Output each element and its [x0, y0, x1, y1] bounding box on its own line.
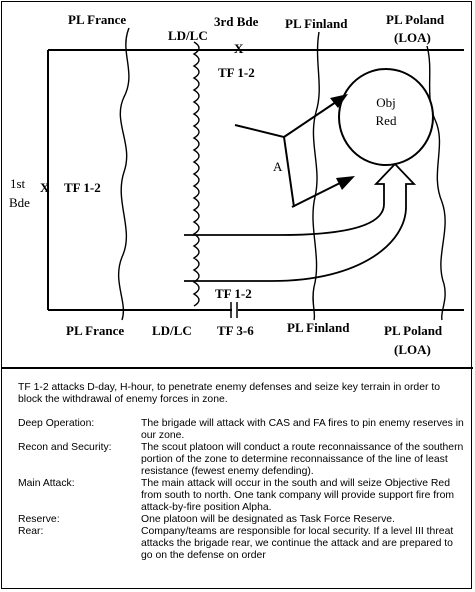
concept-desc: The main attack will occur in the south …	[141, 478, 455, 513]
label-loa-top: (LOA)	[394, 30, 431, 45]
intent-statement: TF 1-2 attacks D-day, H-hour, to penetra…	[18, 382, 440, 405]
label-pl-france-top: PL France	[68, 12, 126, 27]
label-pl-finland-top: PL Finland	[285, 16, 348, 31]
concept-list: Deep Operation: The brigade will attack …	[18, 418, 464, 562]
concept-item: Deep Operation: The brigade will attack …	[18, 418, 464, 442]
operations-overlay-map: PL France LD/LC 3rd Bde X TF 1-2 PL Finl…	[9, 12, 464, 357]
boundary-break-mark	[230, 302, 238, 318]
concept-desc: One platoon will be designated as Task F…	[141, 514, 395, 525]
label-x-top: X	[234, 41, 244, 56]
concept-desc: The scout platoon will conduct a route r…	[141, 442, 464, 477]
label-ld-lc-top: LD/LC	[168, 28, 208, 43]
phase-line-finland	[312, 31, 320, 321]
operations-text: TF 1-2 attacks D-day, H-hour, to penetra…	[18, 382, 464, 562]
concept-term: Recon and Security:	[18, 442, 112, 453]
label-tf12-bottom: TF 1-2	[215, 286, 252, 301]
label-red: Red	[376, 113, 397, 128]
line-of-departure	[192, 41, 200, 307]
label-tf36-bottom: TF 3-6	[217, 323, 254, 338]
phase-line-france	[117, 27, 130, 321]
concept-item: Recon and Security: The scout platoon wi…	[18, 442, 464, 478]
concept-desc: Company/teams are responsible for local …	[141, 526, 454, 561]
phase-line-poland	[426, 45, 446, 321]
label-position-a: A	[273, 159, 283, 174]
concept-term: Reserve:	[18, 514, 60, 525]
label-bde: Bde	[9, 195, 30, 210]
label-loa-bottom: (LOA)	[394, 342, 431, 357]
concept-term: Deep Operation:	[18, 418, 95, 429]
main-attack-axis	[184, 162, 417, 282]
support-fire-arrow	[283, 101, 337, 138]
label-tf12-left: TF 1-2	[64, 180, 101, 195]
label-pl-france-bottom: PL France	[66, 323, 124, 338]
label-pl-finland-bottom: PL Finland	[287, 320, 350, 335]
concept-item: Rear: Company/teams are responsible for …	[18, 526, 464, 562]
concept-item: Reserve: One platoon will be designated …	[18, 514, 464, 526]
label-3rd-bde: 3rd Bde	[214, 14, 259, 29]
label-pl-poland-bottom: PL Poland	[384, 323, 443, 338]
label-tf12-top: TF 1-2	[218, 65, 255, 80]
arrowhead-icon	[336, 176, 355, 190]
concept-desc: The brigade will attack with CAS and FA …	[141, 418, 464, 441]
label-ld-lc-bottom: LD/LC	[152, 323, 192, 338]
concept-term: Rear:	[18, 526, 44, 537]
concept-item: Main Attack: The main attack will occur …	[18, 478, 464, 514]
label-x-left: X	[40, 180, 50, 195]
arrowhead-icon	[330, 94, 348, 108]
section-divider	[2, 367, 473, 369]
label-obj: Obj	[376, 95, 396, 110]
label-1st: 1st	[10, 176, 26, 191]
label-pl-poland-top: PL Poland	[386, 12, 445, 27]
concept-term: Main Attack:	[18, 478, 75, 489]
support-fire-arrow-lower	[291, 181, 343, 208]
objective-red	[338, 68, 434, 166]
